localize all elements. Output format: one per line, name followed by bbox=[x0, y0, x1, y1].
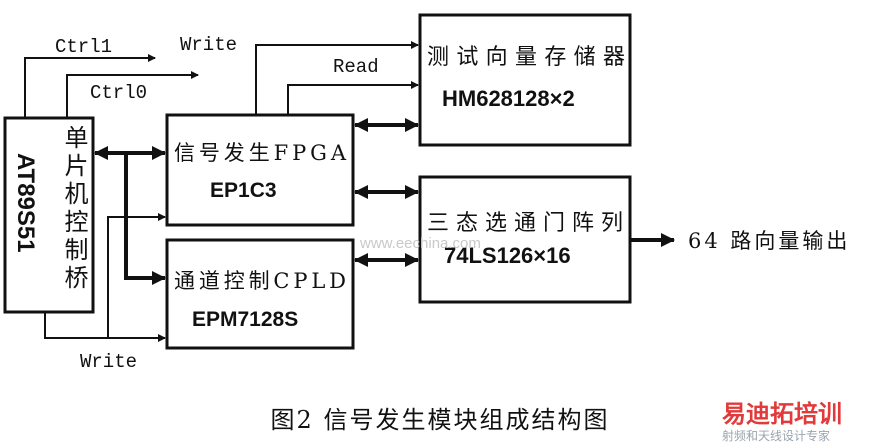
ctrl1-line bbox=[24, 54, 156, 118]
write-bottom-line bbox=[44, 312, 166, 342]
mcu-part-label: AT89S51 bbox=[12, 153, 39, 253]
mcu-cpld-bus bbox=[124, 153, 166, 285]
tristate-block bbox=[418, 175, 632, 304]
ctrl1-label: Ctrl1 bbox=[55, 36, 112, 58]
logo-sub: 射频和天线设计专家 bbox=[722, 428, 830, 443]
write-top-label: Write bbox=[180, 34, 237, 56]
mcu-title-label: 单片机控制桥 bbox=[60, 125, 88, 293]
memory-part: HM628128×2 bbox=[442, 86, 575, 111]
tristate-title: 三态选通门阵列 bbox=[427, 211, 623, 236]
fpga-block bbox=[165, 113, 355, 227]
watermark-url: www.eechina.com bbox=[359, 235, 481, 252]
mcu-block bbox=[3, 116, 95, 314]
logo-main: 易迪拓培训 bbox=[722, 400, 842, 428]
write-bottom-label: Write bbox=[80, 351, 137, 373]
cpld-part: EPM7128S bbox=[192, 308, 298, 331]
memory-title: 测试向量存储器 bbox=[427, 45, 625, 70]
read-label: Read bbox=[333, 56, 379, 78]
fpga-part: EP1C3 bbox=[210, 179, 277, 202]
fpga-title: 信号发生FPGA bbox=[174, 141, 347, 165]
write-fpga-branch bbox=[107, 213, 166, 338]
tristate-part: 74LS126×16 bbox=[444, 243, 571, 268]
cpld-block bbox=[165, 238, 355, 350]
output-label: 64 路向量输出 bbox=[688, 229, 850, 253]
cpld-title: 通道控制CPLD bbox=[174, 269, 346, 293]
ctrl0-label: Ctrl0 bbox=[90, 82, 147, 104]
write-top-line bbox=[255, 41, 419, 115]
ctrl0-line bbox=[66, 71, 199, 118]
read-line bbox=[287, 81, 419, 115]
figure-caption: 图2 信号发生模块组成结构图 bbox=[271, 406, 610, 434]
memory-block bbox=[418, 13, 632, 147]
